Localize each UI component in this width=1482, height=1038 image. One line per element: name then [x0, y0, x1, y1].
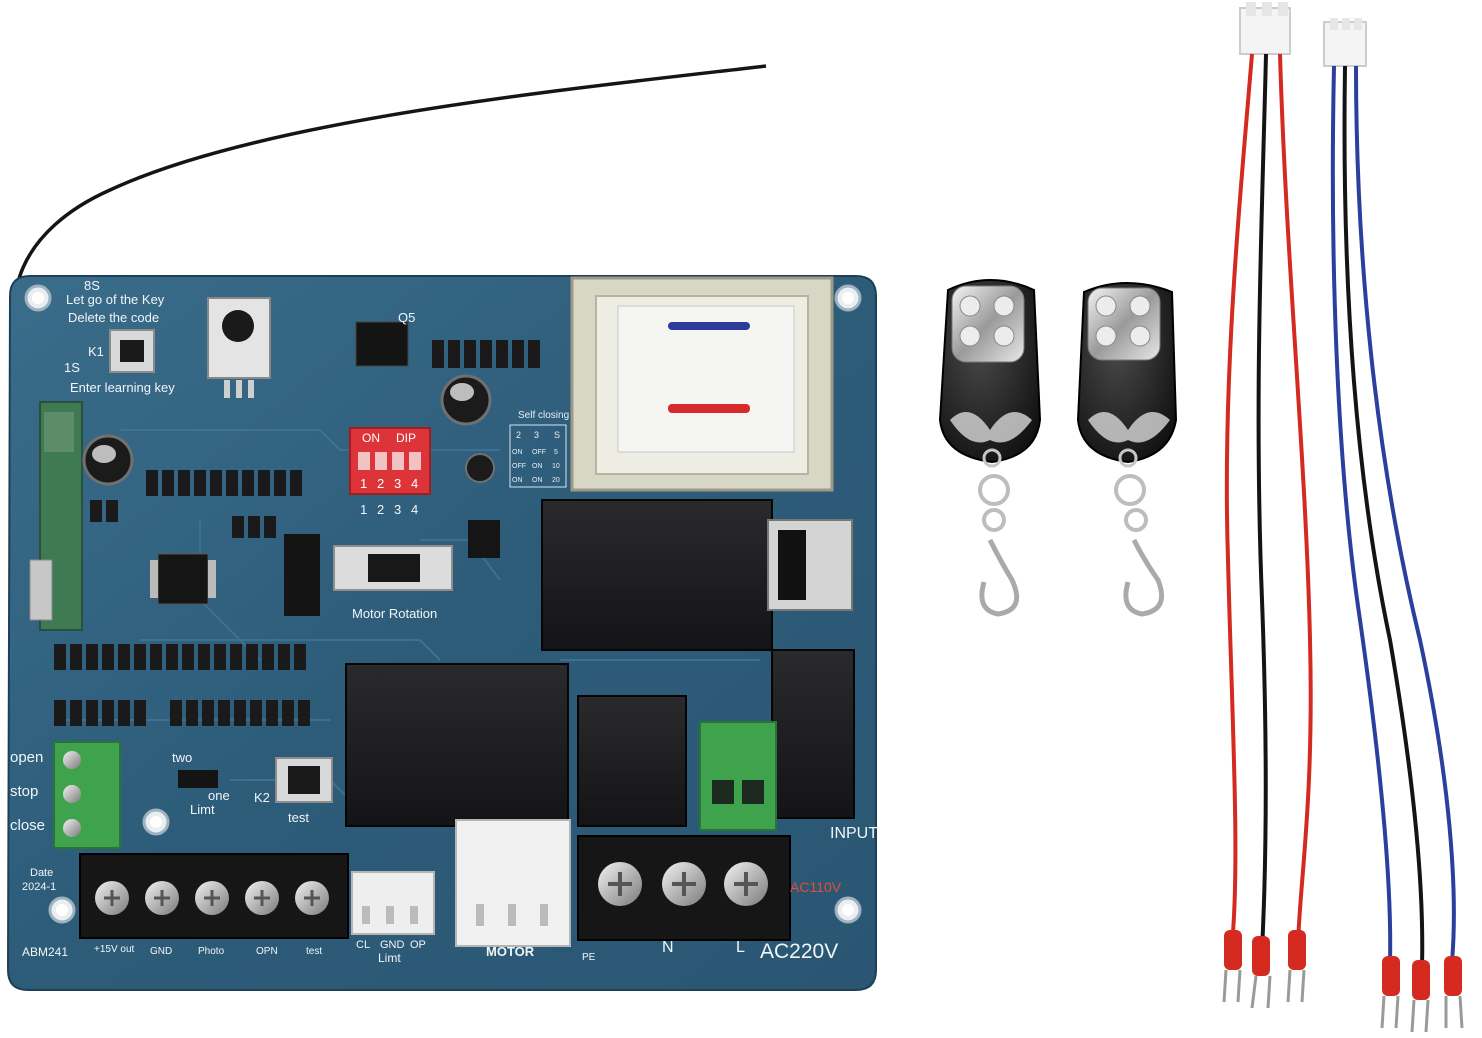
wire-bundle-red-black [1222, 2, 1313, 1009]
dip-number-3: 3 [394, 476, 401, 491]
label-open: open [10, 749, 43, 766]
k1-button[interactable] [109, 329, 155, 373]
label-stop: stop [10, 783, 38, 800]
limit-label-op: OP [410, 939, 426, 951]
smd-components [54, 340, 540, 726]
dip-number-below-2: 2 [377, 502, 384, 517]
terminal-label-opn: OPN [256, 946, 278, 957]
remote-1-buttons[interactable] [959, 295, 1015, 347]
remote-control-1 [938, 279, 1042, 617]
label-enter-learning: Enter learning key [70, 380, 175, 395]
relay-left [345, 663, 569, 827]
label-ac220v: AC220V [760, 940, 838, 963]
self-closing-table [509, 424, 567, 488]
self-closing-header-3: S [554, 430, 560, 440]
microcontroller-chip [150, 553, 216, 605]
label-self-closing: Self closing [518, 410, 569, 421]
label-one: one [208, 788, 230, 803]
dip-number-below-4: 4 [411, 502, 418, 517]
terminal-label-photo: Photo [198, 946, 225, 957]
dip-number-below-1: 1 [360, 502, 367, 517]
label-n: N [662, 939, 674, 956]
jumper[interactable] [178, 770, 218, 788]
self-closing-r1c1: ON [512, 449, 523, 456]
limit-label-cl: CL [356, 939, 370, 951]
green-terminal-input [699, 721, 777, 831]
label-letgo: Let go of the Key [66, 292, 165, 307]
remote-2-buttons[interactable] [1095, 295, 1151, 347]
capacitor-mid [440, 374, 495, 483]
mounting-holes [24, 284, 862, 924]
label-two: two [172, 750, 192, 765]
label-1s: 1S [64, 360, 80, 375]
self-closing-r1c3: 5 [554, 449, 558, 456]
limit-caption: Limt [378, 951, 401, 965]
control-board: 8S Let go of the Key Delete the code K1 … [6, 275, 878, 991]
remote-control-2 [1076, 282, 1178, 617]
label-k2: K2 [254, 790, 270, 805]
self-closing-header-1: 2 [516, 430, 521, 440]
label-delete-code: Delete the code [68, 310, 159, 325]
label-dip-on: ON [362, 431, 380, 445]
dip-number-1: 1 [360, 476, 367, 491]
label-motor-rotation: Motor Rotation [352, 606, 437, 621]
terminal-label-15v: +15V out [94, 944, 135, 955]
self-closing-r2c1: OFF [512, 463, 526, 470]
label-k1: K1 [88, 344, 104, 359]
terminal-label-test: test [306, 946, 322, 957]
label-test: test [288, 810, 309, 825]
self-closing-r2c2: ON [532, 463, 543, 470]
motor-connector [455, 819, 571, 947]
rotary-knob[interactable] [207, 297, 271, 398]
limit-label-gnd: GND [380, 939, 405, 951]
driver-chip [468, 520, 500, 558]
label-8s: 8S [84, 278, 100, 293]
terminal-label-gnd: GND [150, 946, 172, 957]
self-closing-r3c3: 20 [552, 477, 560, 484]
label-close: close [10, 817, 45, 834]
label-model: ABM241 [22, 945, 68, 959]
label-dip-dip: DIP [396, 431, 416, 445]
rf-receiver-module [29, 401, 83, 631]
main-relay-top [541, 499, 773, 651]
limit-connector [351, 871, 435, 935]
dip-number-4: 4 [411, 476, 418, 491]
label-date-value: 2024-1 [22, 881, 56, 893]
self-closing-r1c2: OFF [532, 449, 546, 456]
dip-number-2: 2 [377, 476, 384, 491]
capacitor-left [82, 434, 134, 486]
self-closing-r3c2: ON [532, 477, 543, 484]
label-limt-jumper: Limt [190, 802, 215, 817]
heatsink [767, 519, 853, 611]
self-closing-header-2: 3 [534, 430, 539, 440]
terminal-block-low-voltage [79, 853, 349, 939]
label-q5: Q5 [398, 310, 415, 325]
q5-transistor [355, 321, 409, 367]
header-pins [284, 534, 320, 616]
terminal-block-power [577, 835, 791, 941]
transformer [570, 276, 834, 492]
label-l: L [736, 939, 745, 956]
relay-right [771, 649, 855, 819]
label-ac110v: AC110V [790, 879, 842, 895]
label-pe: PE [582, 952, 596, 963]
label-date: Date [30, 867, 53, 879]
k2-test-button[interactable] [275, 757, 333, 803]
green-terminal-open-stop-close [53, 741, 121, 849]
self-closing-r3c1: ON [512, 477, 523, 484]
label-input: INPUT [830, 825, 878, 842]
self-closing-r2c3: 10 [552, 463, 560, 470]
dip-switch[interactable] [349, 427, 431, 495]
label-motor: MOTOR [486, 944, 535, 959]
dip-number-below-3: 3 [394, 502, 401, 517]
relay-mid [577, 695, 687, 827]
motor-rotation-switch[interactable] [333, 545, 453, 591]
wire-bundle-blue-black [1323, 18, 1464, 1033]
